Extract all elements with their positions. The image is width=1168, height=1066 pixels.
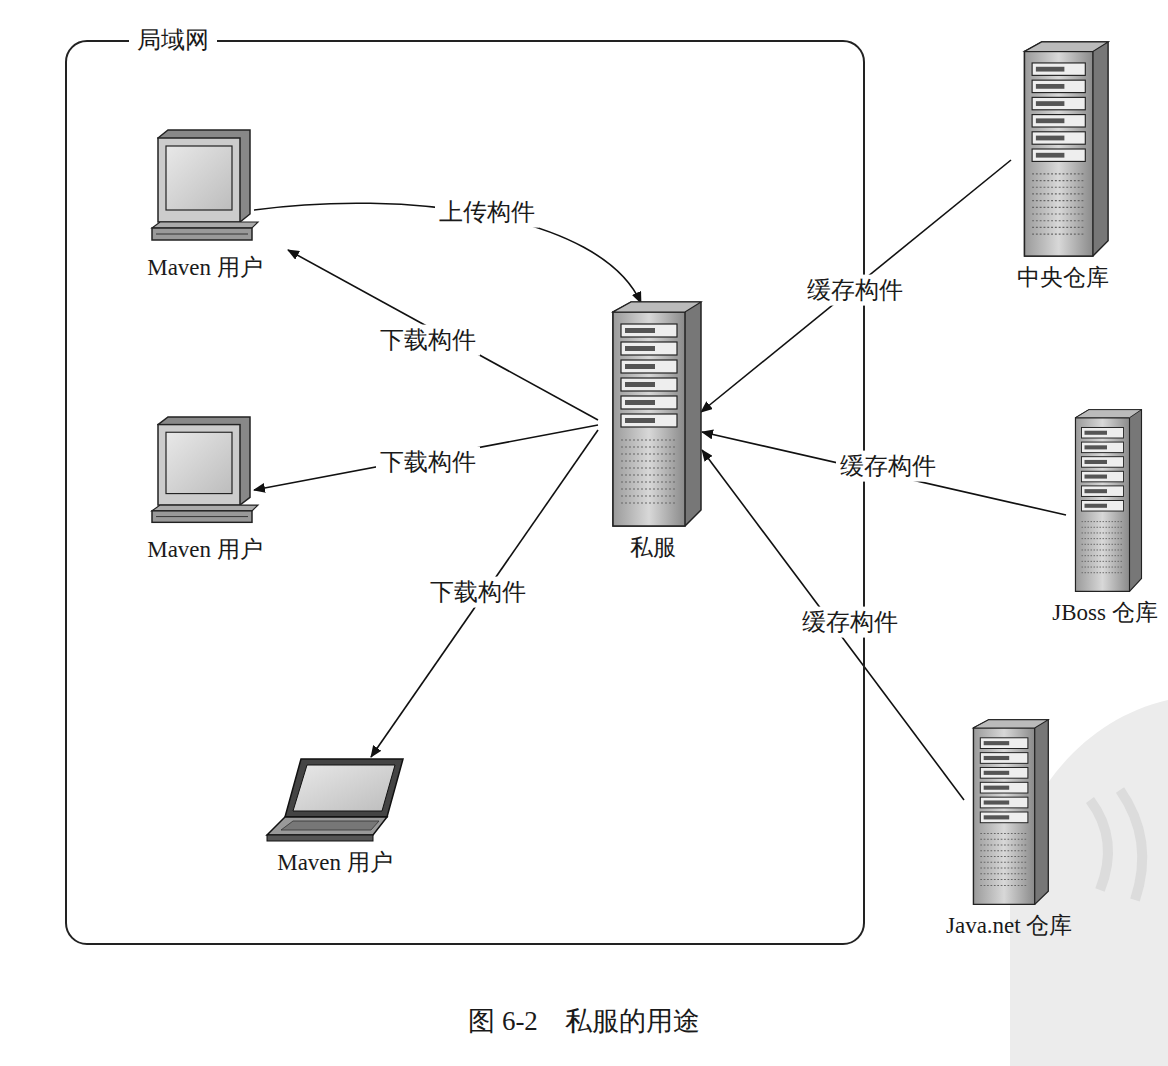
edge-label: 缓存构件 [836, 451, 940, 482]
node-label: Maven 用户 [236, 849, 434, 877]
node-label: Java.net 仓库 [946, 912, 1069, 940]
server-node: 私服 [591, 300, 714, 562]
edge-label: 缓存构件 [798, 607, 902, 638]
edge-label: 上传构件 [435, 197, 539, 228]
server-node: JBoss 仓库 [1041, 408, 1168, 627]
edge-label: 下载构件 [376, 447, 480, 478]
server-icon [1015, 40, 1110, 258]
desktop-computer-icon [150, 128, 260, 248]
server-node: Java.net 仓库 [946, 718, 1069, 940]
computer-node: Maven 用户 [236, 755, 434, 877]
computer-node: Maven 用户 [106, 128, 304, 282]
computer-node: Maven 用户 [111, 415, 299, 564]
connector-arrow [702, 450, 964, 800]
desktop-computer-icon [150, 415, 260, 530]
node-label: JBoss 仓库 [1041, 599, 1168, 627]
region-heading: 局域网 [129, 26, 217, 55]
node-label: Maven 用户 [111, 536, 299, 564]
server-icon [603, 300, 703, 528]
server-icon [965, 718, 1050, 906]
edge-label: 下载构件 [376, 325, 480, 356]
figure-caption: 图 6-2 私服的用途 [0, 1003, 1168, 1039]
network-region: 局域网Maven 用户Maven 用户私服Maven 用户 [65, 40, 865, 945]
connector-arrow [254, 425, 598, 490]
connector-arrow [371, 430, 598, 757]
laptop-icon [263, 755, 408, 843]
server-icon [1068, 408, 1143, 593]
node-label: 私服 [591, 534, 714, 562]
node-label: 中央仓库 [1001, 264, 1124, 292]
connector-arrow [702, 432, 1066, 515]
connector-arrow [288, 250, 598, 420]
server-node: 中央仓库 [1001, 40, 1124, 292]
edge-label: 缓存构件 [803, 275, 907, 306]
edge-label: 下载构件 [426, 577, 530, 608]
node-label: Maven 用户 [106, 254, 304, 282]
connector-arrow [701, 160, 1011, 412]
